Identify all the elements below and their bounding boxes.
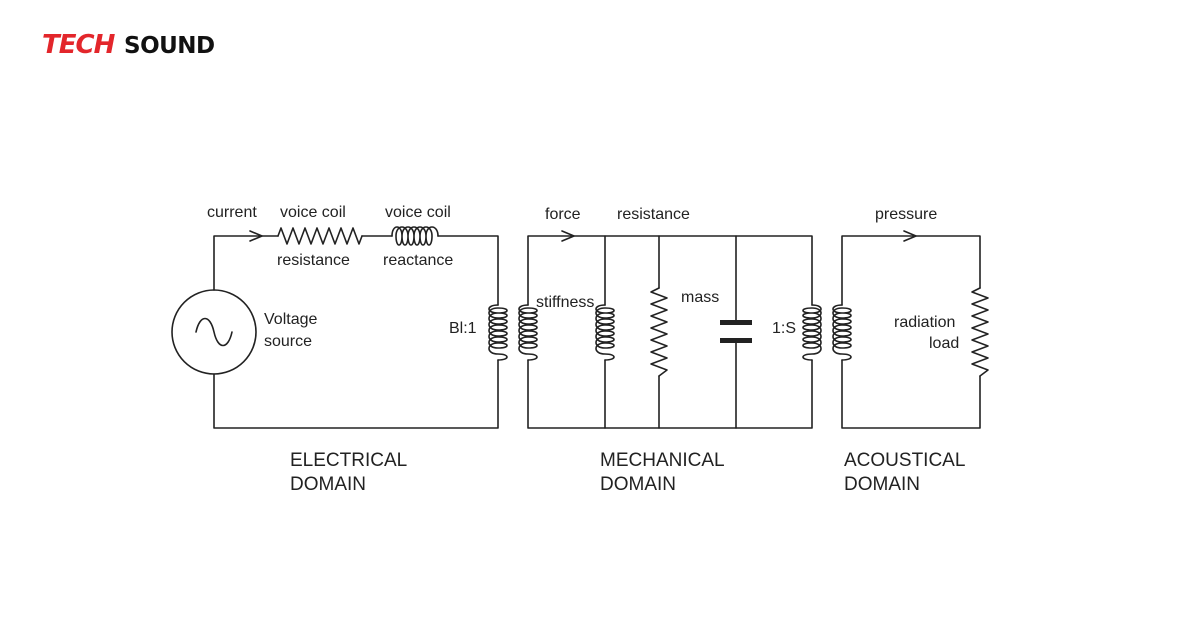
mechanical-circuit	[518, 230, 822, 429]
voice-coil-resistance-symbol	[277, 227, 363, 245]
force-arrow	[561, 230, 575, 242]
pressure-arrow	[903, 230, 917, 242]
s-transformer-secondary-coil	[832, 304, 852, 361]
mass-capacitor-symbol	[720, 320, 752, 343]
logo-sound-text: SOUND	[124, 33, 215, 59]
label-radiation-load-line1: radiation	[894, 314, 955, 331]
label-voice-coil-resistance-line2: resistance	[277, 252, 350, 269]
label-bl-ratio: Bl:1	[449, 320, 477, 337]
bl-transformer-secondary-coil	[518, 304, 538, 361]
sine-wave-icon	[195, 317, 233, 347]
label-voltage-source-line2: source	[264, 333, 312, 350]
label-radiation-load-line2: load	[929, 335, 959, 352]
label-electrical-domain-line2: DOMAIN	[290, 474, 366, 495]
acoustical-circuit	[832, 230, 989, 429]
electrical-circuit	[171, 226, 508, 429]
mechanical-resistance-symbol	[650, 287, 668, 377]
logo-tech-text: TECH	[42, 30, 115, 60]
label-mass: mass	[681, 289, 719, 306]
label-stiffness: stiffness	[536, 294, 594, 311]
label-mechanical-domain-line1: MECHANICAL	[600, 450, 725, 471]
stiffness-coil-symbol	[595, 304, 615, 361]
label-voltage-source-line1: Voltage	[264, 311, 317, 328]
voice-coil-reactance-symbol	[391, 226, 439, 246]
label-resistance: resistance	[617, 206, 690, 223]
label-force: force	[545, 206, 581, 223]
label-current: current	[207, 204, 257, 221]
label-pressure: pressure	[875, 206, 937, 223]
label-acoustical-domain-line1: ACOUSTICAL	[844, 450, 965, 471]
label-s-ratio: 1:S	[772, 320, 796, 337]
brand-logo[interactable]: TECH SOUND	[42, 28, 232, 68]
label-mechanical-domain-line2: DOMAIN	[600, 474, 676, 495]
bl-transformer-primary-coil	[488, 304, 508, 361]
current-arrow	[249, 230, 263, 242]
label-acoustical-domain-line2: DOMAIN	[844, 474, 920, 495]
voltage-source-symbol	[171, 289, 257, 375]
label-electrical-domain-line1: ELECTRICAL	[290, 450, 407, 471]
label-voice-coil-resistance-line1: voice coil	[280, 204, 346, 221]
radiation-load-symbol	[971, 287, 989, 377]
label-voice-coil-reactance-line2: reactance	[383, 252, 453, 269]
s-transformer-primary-coil	[802, 304, 822, 361]
label-voice-coil-reactance-line1: voice coil	[385, 204, 451, 221]
